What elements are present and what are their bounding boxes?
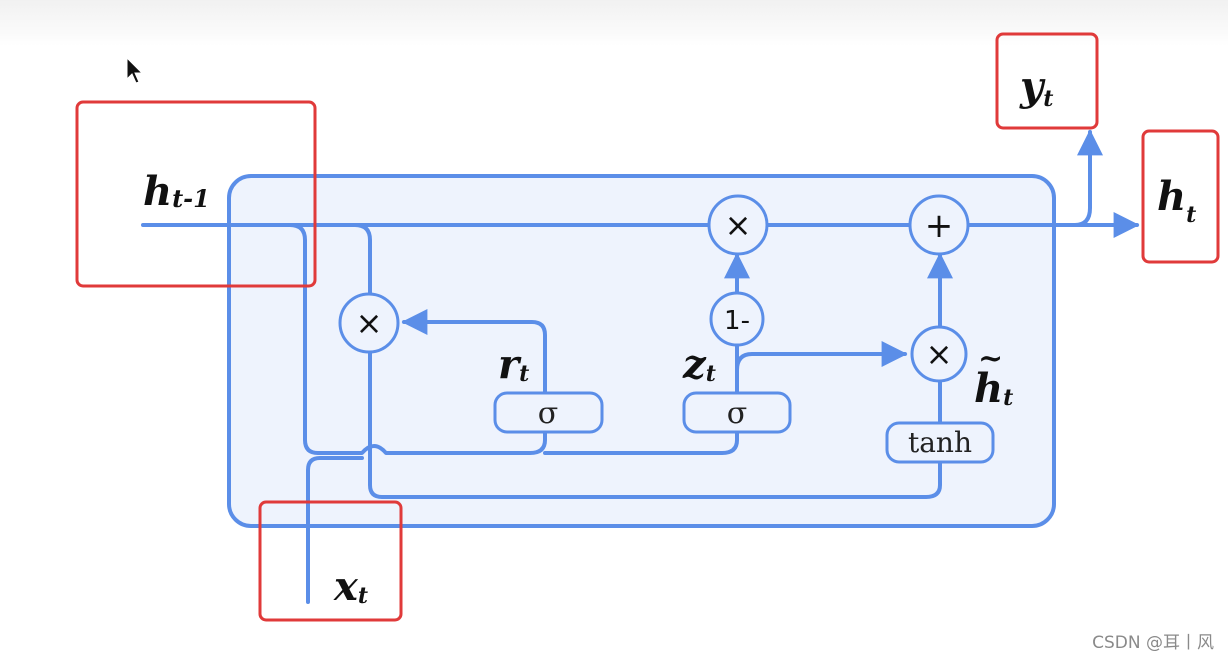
one-minus-node <box>709 291 765 347</box>
h-prev-highlight <box>75 100 317 288</box>
sigma-z-label: σ <box>727 396 747 431</box>
plus-node <box>908 194 970 256</box>
y-highlight <box>995 32 1099 130</box>
watermark: CSDN @耳丨风 <box>1092 633 1214 653</box>
reset-to-tanh-line <box>368 348 942 499</box>
hprev-branch-gates <box>288 223 547 455</box>
h-out-label: ht <box>1157 173 1196 228</box>
gru-cell-box <box>227 174 1056 528</box>
mouse-cursor-icon <box>126 56 144 84</box>
reset-multiply-node <box>338 292 400 354</box>
tanh-label: tanh <box>908 426 972 459</box>
sigma-r-box <box>493 391 604 434</box>
reset-gate-line <box>401 309 547 395</box>
x-input-line <box>306 456 364 604</box>
plus-symbol: + <box>925 206 954 246</box>
top-bar <box>0 0 1228 46</box>
hprev-branch-reset <box>353 223 372 297</box>
x-label: xt <box>333 563 368 610</box>
h-tilde-mark: ~ <box>978 341 1003 376</box>
one-minus-symbol: 1- <box>724 306 750 336</box>
reset-multiply-symbol: × <box>356 304 383 342</box>
sigma-z-box <box>682 391 792 434</box>
update-to-cand-mul-line <box>735 341 908 372</box>
x-highlight <box>258 500 403 622</box>
candidate-multiply-node <box>910 325 968 383</box>
r-label: rt <box>498 341 529 388</box>
top-multiply-node <box>707 194 769 256</box>
candidate-multiply-symbol: × <box>926 335 953 373</box>
z-label: zt <box>682 341 716 388</box>
output-y-line <box>1073 129 1103 227</box>
tanh-box <box>885 421 995 464</box>
gate-input-to-z <box>543 430 739 455</box>
h-tilde-label: ht <box>974 365 1013 412</box>
sigma-r-label: σ <box>538 396 558 431</box>
h-prev-label: ht-1 <box>143 168 210 215</box>
y-label: yt <box>1019 63 1053 112</box>
h-out-highlight <box>1141 129 1220 264</box>
top-multiply-symbol: × <box>725 206 752 244</box>
